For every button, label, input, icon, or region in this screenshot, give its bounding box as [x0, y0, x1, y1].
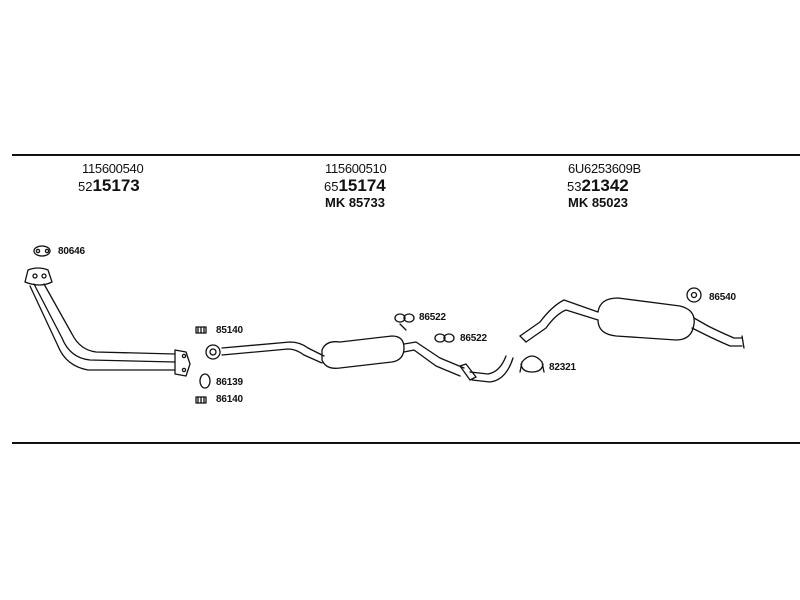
part-label-clamp: 86140: [216, 394, 243, 405]
hanger-icon: [394, 313, 415, 331]
oe-number: 115600510: [325, 161, 387, 176]
part-number: 5215173: [78, 177, 140, 194]
part-label-rubber-mount: 86540: [709, 292, 736, 303]
sealing-ring-icon: [199, 373, 211, 389]
part-label-clamp: 85140: [216, 325, 243, 336]
part-label-hanger: 86522: [460, 333, 487, 344]
middle-silencer-pipe: [221, 335, 514, 383]
gasket-icon: [33, 245, 51, 257]
part-number-prefix: 52: [78, 179, 93, 194]
bottom-divider: [12, 442, 800, 444]
part-label-hanger: 86522: [419, 312, 446, 323]
part-label-gasket: 80646: [58, 246, 85, 257]
top-divider: [12, 154, 800, 156]
part-number-prefix: 65: [324, 179, 339, 194]
part-number-main: 21342: [581, 176, 629, 195]
rubber-mount-icon: [686, 287, 702, 303]
part-label-clamp: 82321: [549, 362, 576, 373]
rear-silencer: [519, 297, 745, 349]
oe-number: 115600540: [82, 161, 144, 176]
part-number: 5321342: [567, 177, 629, 194]
u-bolt-clamp-icon: [519, 355, 545, 373]
part-number: 6515174: [324, 177, 386, 194]
hanger-icon: [434, 333, 455, 343]
part-label-ring: 86139: [216, 377, 243, 388]
mounting-kit-number: MK 85733: [325, 195, 385, 210]
part-number-prefix: 53: [567, 179, 582, 194]
clamp-icon: [195, 396, 207, 404]
clamp-icon: [195, 326, 207, 334]
part-number-main: 15173: [92, 176, 140, 195]
mounting-kit-number: MK 85023: [568, 195, 628, 210]
oe-number: 6U6253609B: [568, 161, 641, 176]
flange-ring-icon: [205, 344, 221, 360]
front-pipe: [24, 267, 191, 377]
part-number-main: 15174: [338, 176, 386, 195]
